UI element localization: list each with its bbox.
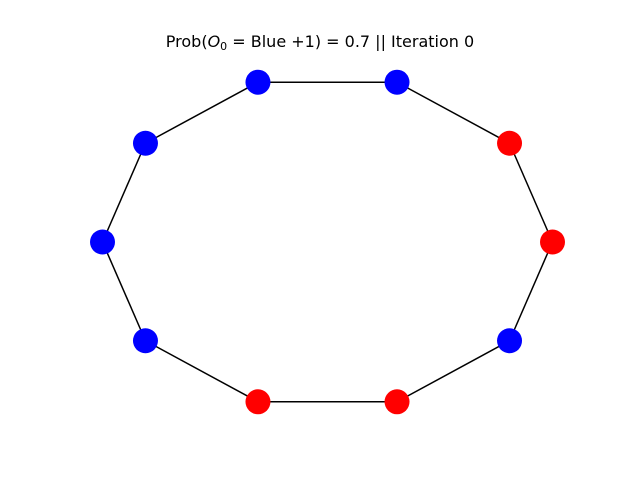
edge-n9-n0 — [508, 241, 554, 342]
node-n4-blue — [132, 130, 158, 156]
title-prefix: Prob( — [165, 32, 208, 51]
edge-n1-n2 — [396, 81, 510, 144]
title-equals: = — [227, 32, 251, 51]
figure-title: Prob(O0 = Blue +1) = 0.7 || Iteration 0 — [0, 32, 640, 52]
node-n5-blue — [90, 229, 115, 255]
title-outcome: Blue +1 — [250, 32, 315, 51]
node-n1-red — [497, 130, 523, 156]
edge-n8-n9 — [396, 340, 510, 403]
node-n2-blue — [384, 69, 410, 95]
node-n9-blue — [497, 328, 523, 354]
node-n8-red — [384, 389, 410, 415]
edge-n3-n4 — [145, 81, 259, 144]
edge-n6-n7 — [145, 340, 259, 403]
nodes-layer — [90, 69, 565, 415]
title-suffix: ) = 0.7 || Iteration 0 — [314, 32, 475, 51]
title-variable: O — [207, 32, 221, 51]
edges-layer — [101, 81, 554, 403]
node-n0-red — [540, 229, 565, 255]
title-subscript: 0 — [220, 40, 228, 53]
node-n3-blue — [245, 69, 271, 95]
node-n6-blue — [132, 328, 158, 354]
node-n7-red — [245, 389, 271, 415]
edge-n5-n6 — [101, 241, 147, 342]
edge-n4-n5 — [101, 142, 147, 243]
edge-n0-n1 — [508, 142, 554, 243]
